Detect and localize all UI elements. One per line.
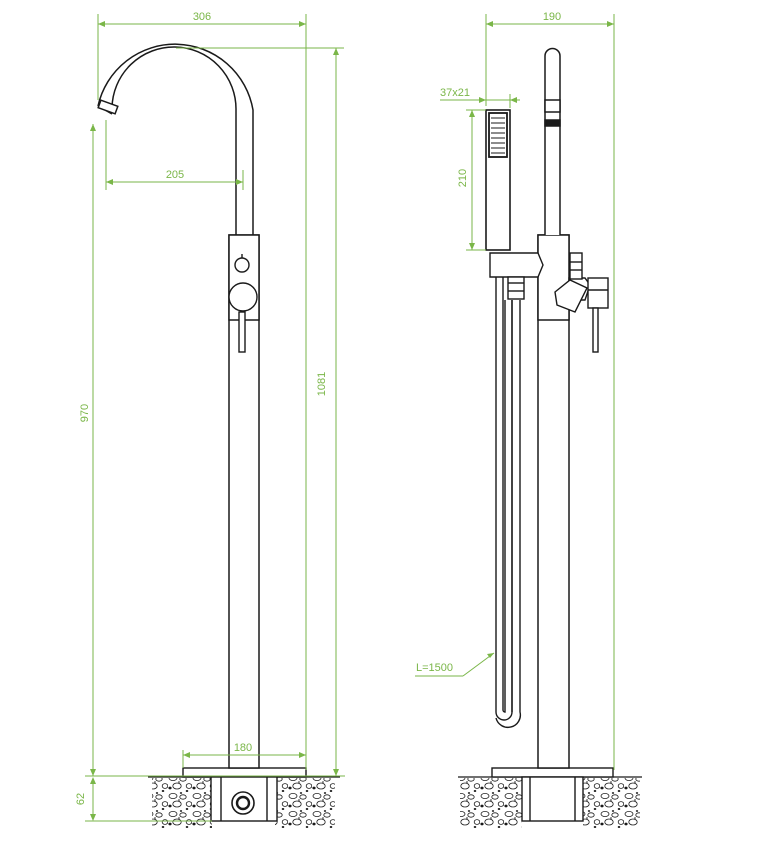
front-inlet-connector (231, 791, 255, 815)
front-spout (97, 43, 254, 235)
side-base (491, 767, 614, 822)
front-base-width-label: 180 (234, 742, 252, 754)
side-handshower (485, 109, 511, 251)
front-dimensions (85, 14, 345, 822)
front-reach-label: 205 (166, 169, 184, 181)
side-mixer-handle (554, 252, 609, 353)
side-handshower-holder (489, 252, 544, 300)
side-hose-length-label: L=1500 (416, 662, 453, 674)
side-dimensions (415, 14, 615, 770)
front-base-depth-label: 62 (75, 793, 87, 805)
side-handshower-size-label: 37x21 (440, 87, 470, 99)
side-floor-stones (458, 776, 642, 828)
side-view: 190 37x21 210 L=1500 (415, 11, 642, 828)
front-spout-height-label: 970 (79, 404, 91, 422)
side-hose (495, 277, 522, 729)
side-width-label: 190 (543, 11, 561, 23)
front-floor-stones (148, 776, 340, 828)
front-total-height-label: 1081 (316, 372, 328, 396)
front-view: 306 205 970 1081 180 62 (75, 11, 345, 828)
front-mixer-handle (228, 254, 258, 353)
side-handshower-length-label: 210 (457, 169, 469, 187)
side-spout-riser (544, 47, 561, 235)
side-column (537, 234, 570, 769)
front-width-label: 306 (193, 11, 211, 23)
